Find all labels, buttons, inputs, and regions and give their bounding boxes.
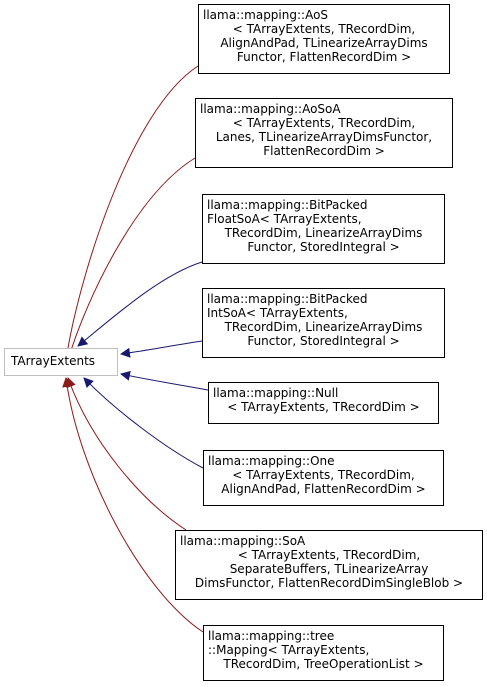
node-tree-mapping-line-1: llama::mapping::tree xyxy=(208,629,335,643)
node-bitpacked-intsoa[interactable]: llama::mapping::BitPacked IntSoA< TArray… xyxy=(202,288,445,358)
node-aosoa-line-2: < TArrayExtents, TRecordDim, xyxy=(232,116,416,130)
edge-aos xyxy=(62,65,199,361)
node-soa-line-4: DimsFunctor, FlattenRecordDimSingleBlob … xyxy=(194,576,464,590)
node-aosoa-line-3: Lanes, TLinearizeArrayDimsFunctor, xyxy=(215,130,433,144)
node-tree-mapping-line-3: TRecordDim, TreeOperationList > xyxy=(223,657,424,671)
root-node-label: TArrayExtents xyxy=(11,354,96,368)
node-aos-line-4: Functor, FlattenRecordDim > xyxy=(236,50,412,64)
node-one[interactable]: llama::mapping::One < TArrayExtents, TRe… xyxy=(203,450,444,506)
edge-soa xyxy=(66,377,187,531)
node-soa-line-1: llama::mapping::SoA xyxy=(180,534,306,548)
node-bitpacked-floatsoa-line-4: Functor, StoredIntegral > xyxy=(247,240,400,254)
node-soa-line-2: < TArrayExtents, TRecordDim, xyxy=(237,548,421,562)
node-null-line-1: llama::mapping::Null xyxy=(213,386,339,400)
node-bitpacked-floatsoa-line-1: llama::mapping::BitPacked xyxy=(207,198,368,212)
node-aos-line-3: AlignAndPad, TLinearizeArrayDims xyxy=(220,36,428,50)
node-one-line-1: llama::mapping::One xyxy=(208,454,335,468)
node-bitpacked-intsoa-line-1: llama::mapping::BitPacked xyxy=(207,292,368,306)
node-tree-mapping-line-2: ::Mapping< TArrayExtents, xyxy=(208,643,370,657)
node-one-line-3: AlignAndPad, FlattenRecordDim > xyxy=(221,482,426,496)
node-aos[interactable]: llama::mapping::AoS < TArrayExtents, TRe… xyxy=(198,4,450,74)
edge-bitpacked-float xyxy=(77,261,203,347)
edge-bitpacked-int xyxy=(120,340,203,358)
node-tree-mapping[interactable]: llama::mapping::tree ::Mapping< TArrayEx… xyxy=(203,625,444,681)
node-bitpacked-intsoa-line-3: TRecordDim, LinearizeArrayDims xyxy=(224,320,423,334)
node-bitpacked-intsoa-line-2: IntSoA< TArrayExtents, xyxy=(207,306,348,320)
edge-null xyxy=(120,370,209,391)
node-bitpacked-floatsoa[interactable]: llama::mapping::BitPacked FloatSoA< TArr… xyxy=(202,194,445,264)
node-aos-line-1: llama::mapping::AoS xyxy=(203,8,329,22)
edge-one xyxy=(83,377,204,469)
edge-tree xyxy=(62,377,204,633)
root-node-tarrayextents: TArrayExtents xyxy=(4,348,118,376)
node-one-line-2: < TArrayExtents, TRecordDim, xyxy=(232,468,415,482)
node-bitpacked-floatsoa-line-3: TRecordDim, LinearizeArrayDims xyxy=(224,226,423,240)
node-aos-line-2: < TArrayExtents, TRecordDim, xyxy=(232,22,416,36)
node-bitpacked-intsoa-line-4: Functor, StoredIntegral > xyxy=(247,334,400,348)
node-null[interactable]: llama::mapping::Null < TArrayExtents, TR… xyxy=(208,382,439,424)
node-aosoa-line-4: FlattenRecordDim > xyxy=(263,144,385,158)
node-aosoa-line-1: llama::mapping::AoSoA xyxy=(200,102,341,116)
node-soa[interactable]: llama::mapping::SoA < TArrayExtents, TRe… xyxy=(175,530,483,600)
edge-aosoa xyxy=(65,157,196,361)
node-null-line-2: < TArrayExtents, TRecordDim > xyxy=(227,400,420,414)
node-soa-line-3: SeparateBuffers, TLinearizeArray xyxy=(229,562,429,576)
node-bitpacked-floatsoa-line-2: FloatSoA< TArrayExtents, xyxy=(207,212,362,226)
node-aosoa[interactable]: llama::mapping::AoSoA < TArrayExtents, T… xyxy=(195,98,453,168)
